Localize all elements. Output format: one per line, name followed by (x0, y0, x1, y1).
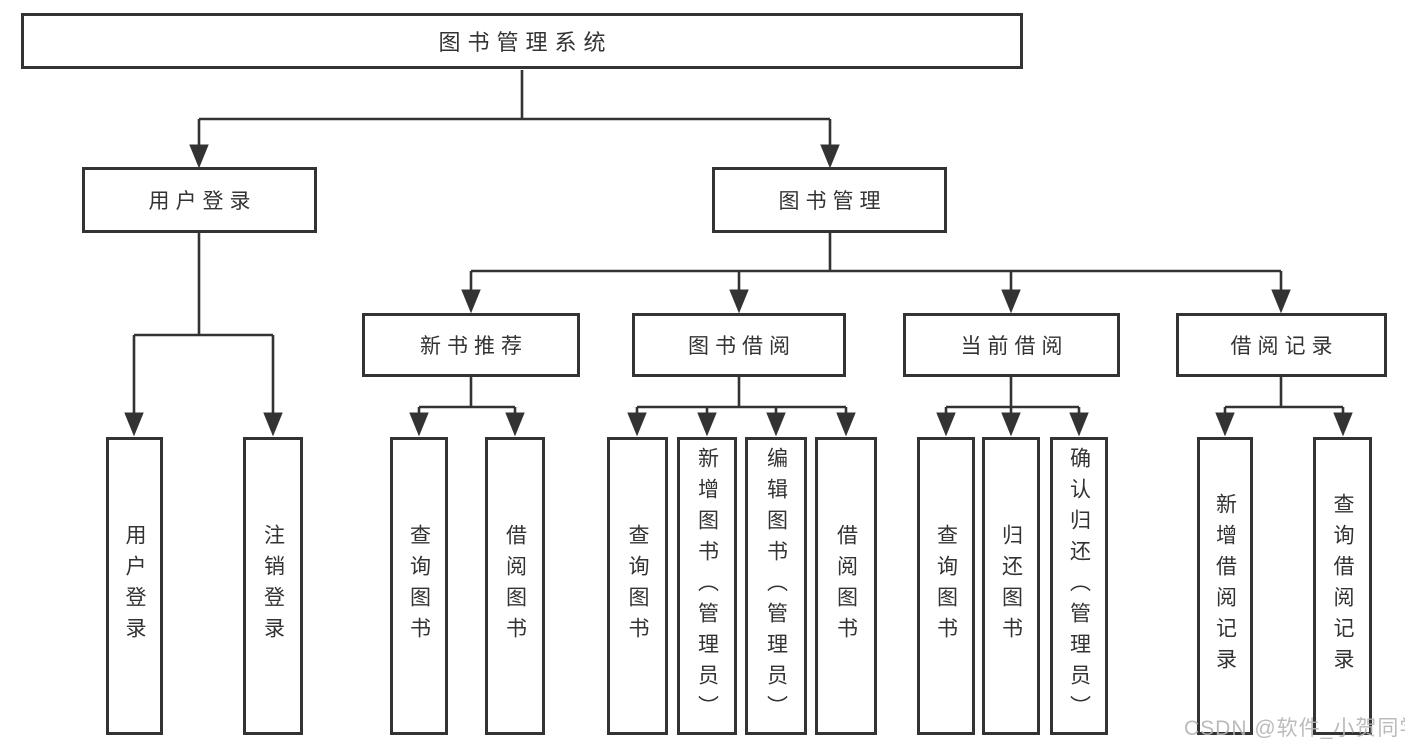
connector-root-to-level2 (197, 70, 832, 145)
node-borrow-records: 借阅记录 (1176, 313, 1387, 377)
arrow-down-icon (1001, 289, 1021, 314)
leaf-records-query-label: 查询借阅记录 (1331, 493, 1354, 679)
watermark: CSDN @软件_小贺同学 (1184, 717, 1405, 740)
connector-borrow-records-to-leaves (1223, 376, 1345, 414)
leaf-logout-label: 注销登录 (261, 524, 285, 648)
node-root: 图书管理系统 (21, 13, 1023, 69)
node-book-borrow-label: 图书借阅 (688, 335, 796, 358)
node-book-mgmt-label: 图书管理 (778, 190, 887, 213)
arrow-down-icon (189, 144, 209, 169)
node-user-login: 用户登录 (82, 167, 317, 233)
arrow-down-icon (1271, 289, 1291, 314)
leaf-current-return-label: 归还图书 (999, 524, 1023, 648)
leaf-borrow-edit-admin: 编辑图书（管理员） (745, 437, 807, 735)
leaf-newbooks-query: 查询图书 (390, 437, 448, 735)
arrow-down-icon (1333, 412, 1353, 437)
leaf-borrow-query: 查询图书 (607, 437, 668, 735)
connector-new-books-to-leaves (417, 376, 517, 414)
leaf-user-login-label: 用户登录 (123, 524, 146, 648)
arrow-down-icon (697, 412, 717, 437)
connector-book-mgmt-to-level3 (469, 232, 1283, 291)
node-book-mgmt: 图书管理 (712, 167, 947, 233)
leaf-borrow-query-label: 查询图书 (626, 524, 649, 648)
leaf-newbooks-query-label: 查询图书 (407, 524, 431, 648)
arrow-down-icon (409, 412, 429, 437)
leaf-current-confirm-admin: 确认归还（管理员） (1050, 437, 1108, 735)
node-user-login-label: 用户登录 (148, 190, 257, 213)
arrow-down-icon (1001, 412, 1021, 437)
arrow-down-icon (124, 412, 144, 437)
leaf-records-add: 新增借阅记录 (1197, 437, 1253, 735)
leaf-records-query: 查询借阅记录 (1313, 437, 1372, 735)
leaf-user-login: 用户登录 (106, 437, 163, 735)
arrow-down-icon (1215, 412, 1235, 437)
arrow-down-icon (936, 412, 956, 437)
leaf-current-query: 查询图书 (917, 437, 975, 735)
leaf-borrow-add-admin: 新增图书（管理员） (677, 437, 737, 735)
arrow-down-icon (836, 412, 856, 437)
leaf-current-confirm-admin-label: 确认归还（管理员） (1067, 446, 1091, 726)
connector-user-login-to-leaves (132, 232, 275, 414)
connector-book-borrow-to-leaves (635, 376, 848, 414)
arrow-down-icon (505, 412, 525, 437)
arrow-down-icon (766, 412, 786, 437)
leaf-borrow-book-label: 借阅图书 (834, 524, 858, 648)
node-new-books: 新书推荐 (362, 313, 580, 377)
leaf-logout: 注销登录 (243, 437, 303, 735)
leaf-newbooks-borrow: 借阅图书 (485, 437, 545, 735)
leaf-newbooks-borrow-label: 借阅图书 (503, 524, 527, 648)
leaf-borrow-add-admin-label: 新增图书（管理员） (695, 446, 719, 726)
node-current-borrow-label: 当前借阅 (960, 335, 1069, 358)
connector-current-borrow-to-leaves (944, 376, 1081, 414)
arrow-down-icon (729, 289, 749, 314)
arrow-down-icon (820, 144, 840, 169)
arrow-down-icon (461, 289, 481, 314)
leaf-current-return: 归还图书 (982, 437, 1040, 735)
node-new-books-label: 新书推荐 (420, 335, 528, 358)
node-borrow-records-label: 借阅记录 (1230, 335, 1339, 358)
leaf-current-query-label: 查询图书 (934, 524, 958, 648)
node-root-label: 图书管理系统 (438, 30, 613, 55)
arrow-down-icon (627, 412, 647, 437)
arrowhead-icons (124, 144, 1353, 437)
leaf-borrow-edit-admin-label: 编辑图书（管理员） (764, 446, 788, 726)
arrow-down-icon (263, 412, 283, 437)
arrow-down-icon (1069, 412, 1089, 437)
leaf-records-add-label: 新增借阅记录 (1213, 493, 1237, 679)
leaf-borrow-book: 借阅图书 (815, 437, 877, 735)
node-book-borrow: 图书借阅 (632, 313, 846, 377)
node-current-borrow: 当前借阅 (903, 313, 1120, 377)
